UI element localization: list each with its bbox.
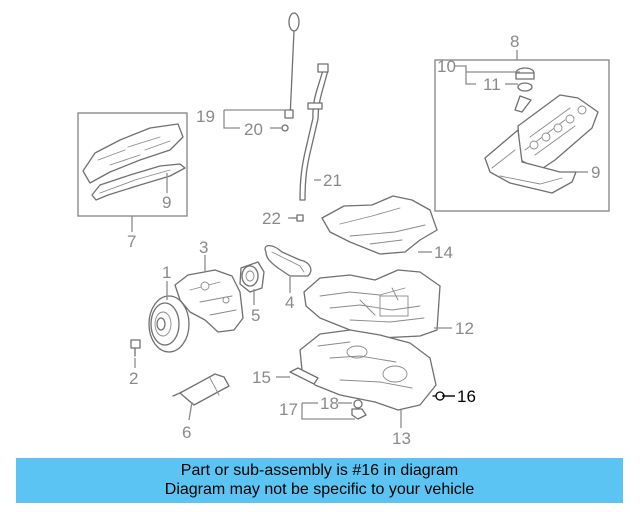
valve-cover-part — [484, 67, 599, 194]
info-banner: Part or sub-assembly is #16 in diagram D… — [16, 458, 623, 503]
callout-20: 20 — [244, 120, 263, 139]
callout-5: 5 — [251, 306, 260, 325]
callout-9-right: 9 — [591, 163, 600, 182]
sealant-tube-part — [172, 373, 230, 406]
callout-13: 13 — [392, 429, 411, 448]
callout-6: 6 — [182, 423, 191, 442]
upper-oil-pan-part — [303, 269, 441, 339]
callout-14: 14 — [434, 243, 453, 262]
callout-10: 10 — [437, 57, 456, 76]
belt-part — [264, 244, 312, 277]
callout-4: 4 — [285, 293, 294, 312]
bolt-part-22 — [290, 214, 304, 222]
callout-19: 19 — [196, 107, 215, 126]
intake-cover-part — [82, 123, 186, 201]
callout-3: 3 — [199, 238, 208, 257]
callout-2: 2 — [129, 369, 138, 388]
callout-12: 12 — [455, 319, 474, 338]
callout-16: 16 — [457, 387, 476, 406]
timing-cover-part — [174, 269, 244, 333]
skid-plate-part — [321, 195, 438, 255]
lower-oil-pan-part — [299, 329, 437, 411]
callout-15: 15 — [252, 368, 271, 387]
callout-21: 21 — [323, 171, 342, 190]
crank-pulley-part — [148, 295, 190, 353]
callout-7: 7 — [127, 232, 136, 251]
bolt-part-2 — [130, 339, 141, 357]
callout-8: 8 — [510, 32, 519, 51]
banner-line-part-number: Part or sub-assembly is #16 in diagram — [180, 462, 459, 479]
callout-9-left: 9 — [162, 193, 171, 212]
banner-line-disclaimer: Diagram may not be specific to your vehi… — [164, 481, 475, 498]
dipstick-part — [281, 12, 300, 132]
parts-diagram: 8 10 11 9 9 7 19 20 21 22 14 3 1 4 5 12 … — [77, 12, 610, 448]
callout-22: 22 — [262, 209, 281, 228]
dipstick-tube-part — [299, 63, 329, 201]
callout-1: 1 — [162, 263, 171, 282]
water-pump-part — [239, 261, 265, 293]
callout-17: 17 — [279, 400, 298, 419]
drain-plug-part — [351, 399, 367, 420]
callout-11: 11 — [483, 75, 501, 94]
callout-18: 18 — [320, 394, 339, 413]
inset-box-right — [434, 59, 610, 212]
seal-part-15 — [289, 367, 319, 385]
